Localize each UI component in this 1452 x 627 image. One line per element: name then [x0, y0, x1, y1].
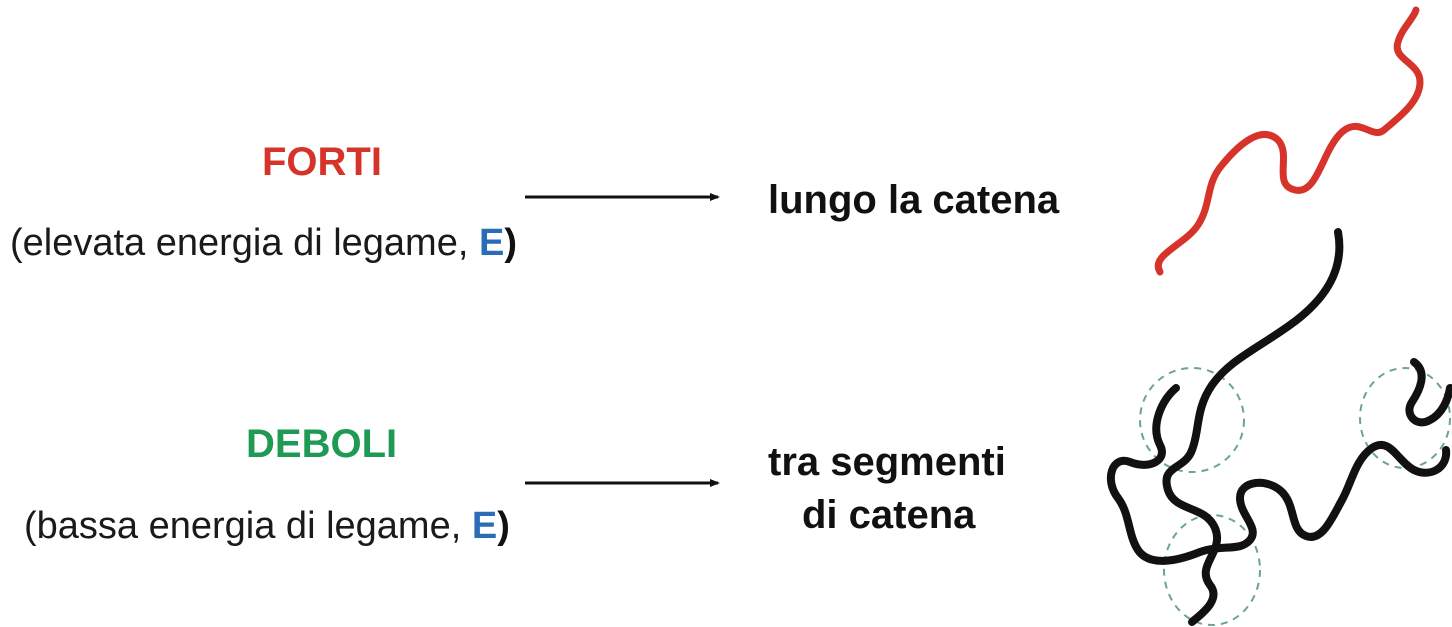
- weak-bonds-title: DEBOLI: [246, 422, 398, 466]
- strong-description-text: (elevata energia di legame,: [10, 222, 479, 264]
- weak-bonds-description: (bassa energia di legame, E): [24, 505, 510, 548]
- weak-interaction-circle: [1163, 514, 1261, 626]
- polymer-chain: [1106, 384, 1451, 565]
- strong-description-close: ): [504, 222, 517, 264]
- strong-bonds-title: FORTI: [262, 140, 382, 184]
- weak-bonds-target-line2: di catena: [802, 493, 976, 537]
- energy-symbol: E: [471, 505, 498, 547]
- strong-bonds-target: lungo la catena: [768, 178, 1060, 222]
- weak-description-close: ): [497, 505, 510, 547]
- polymer-chain: [1405, 358, 1452, 427]
- energy-symbol: E: [478, 222, 505, 264]
- strong-chain: [1154, 6, 1424, 276]
- weak-interaction-circle: [1139, 367, 1245, 473]
- strong-bonds-description: (elevata energia di legame, E): [10, 222, 517, 265]
- weak-bonds-target-line1: tra segmenti: [768, 440, 1006, 484]
- weak-interaction-circle: [1359, 367, 1451, 469]
- weak-description-text: (bassa energia di legame,: [24, 505, 472, 547]
- polymer-chain: [1162, 228, 1344, 626]
